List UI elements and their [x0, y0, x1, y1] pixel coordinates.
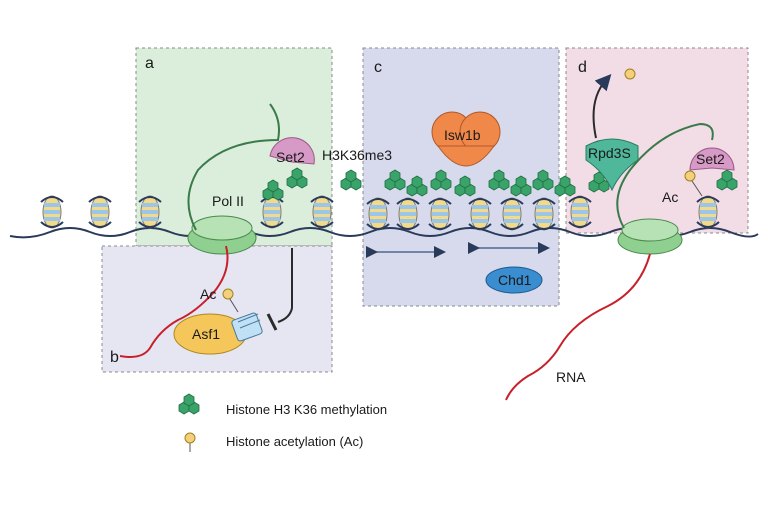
panel-d-letter: d — [578, 59, 587, 76]
asf1-label: Asf1 — [192, 326, 220, 342]
set2-left-enzyme — [269, 137, 315, 165]
pol-ii-right-complex — [617, 218, 683, 255]
legend-methyl-icon — [178, 393, 200, 415]
rna-left — [119, 245, 229, 358]
h3k36me3-label: H3K36me3 — [322, 147, 392, 163]
set2-right-enzyme — [689, 147, 735, 171]
set2-left-label: Set2 — [276, 149, 305, 165]
pol-ii-complex — [187, 215, 257, 255]
panel-b-letter: b — [110, 349, 119, 366]
panel-c-letter: c — [374, 59, 382, 76]
set2-right-label: Set2 — [696, 151, 725, 167]
acetyl-mark-left — [222, 288, 234, 300]
panel-d-box — [565, 47, 749, 234]
acetyl-mark-right — [684, 170, 696, 182]
panel-a-letter: a — [145, 55, 154, 72]
pol-ii-label: Pol II — [212, 193, 244, 209]
chd1-label: Chd1 — [498, 272, 532, 288]
pol-ii-ctd — [187, 103, 280, 231]
free-histone — [231, 312, 263, 342]
isw1b-label: Isw1b — [444, 127, 481, 143]
rna-label: RNA — [556, 369, 586, 385]
rna-right — [505, 253, 651, 401]
repression-line — [277, 248, 293, 323]
legend-methyl-text: Histone H3 K36 methylation — [226, 402, 387, 417]
removal-arrow — [592, 74, 612, 139]
removed-acetyl-mark — [624, 68, 636, 80]
ac-left-label: Ac — [200, 286, 216, 302]
legend-acetyl-text: Histone acetylation (Ac) — [226, 434, 363, 449]
rpd3s-label: Rpd3S — [588, 145, 631, 161]
chd1-protein — [485, 266, 543, 294]
pol-ii-right-ctd — [616, 122, 714, 229]
ac-right-label: Ac — [662, 189, 678, 205]
rpd3s-complex — [585, 138, 639, 192]
isw1b-complex — [431, 111, 501, 167]
legend-acetyl-icon — [184, 432, 196, 444]
